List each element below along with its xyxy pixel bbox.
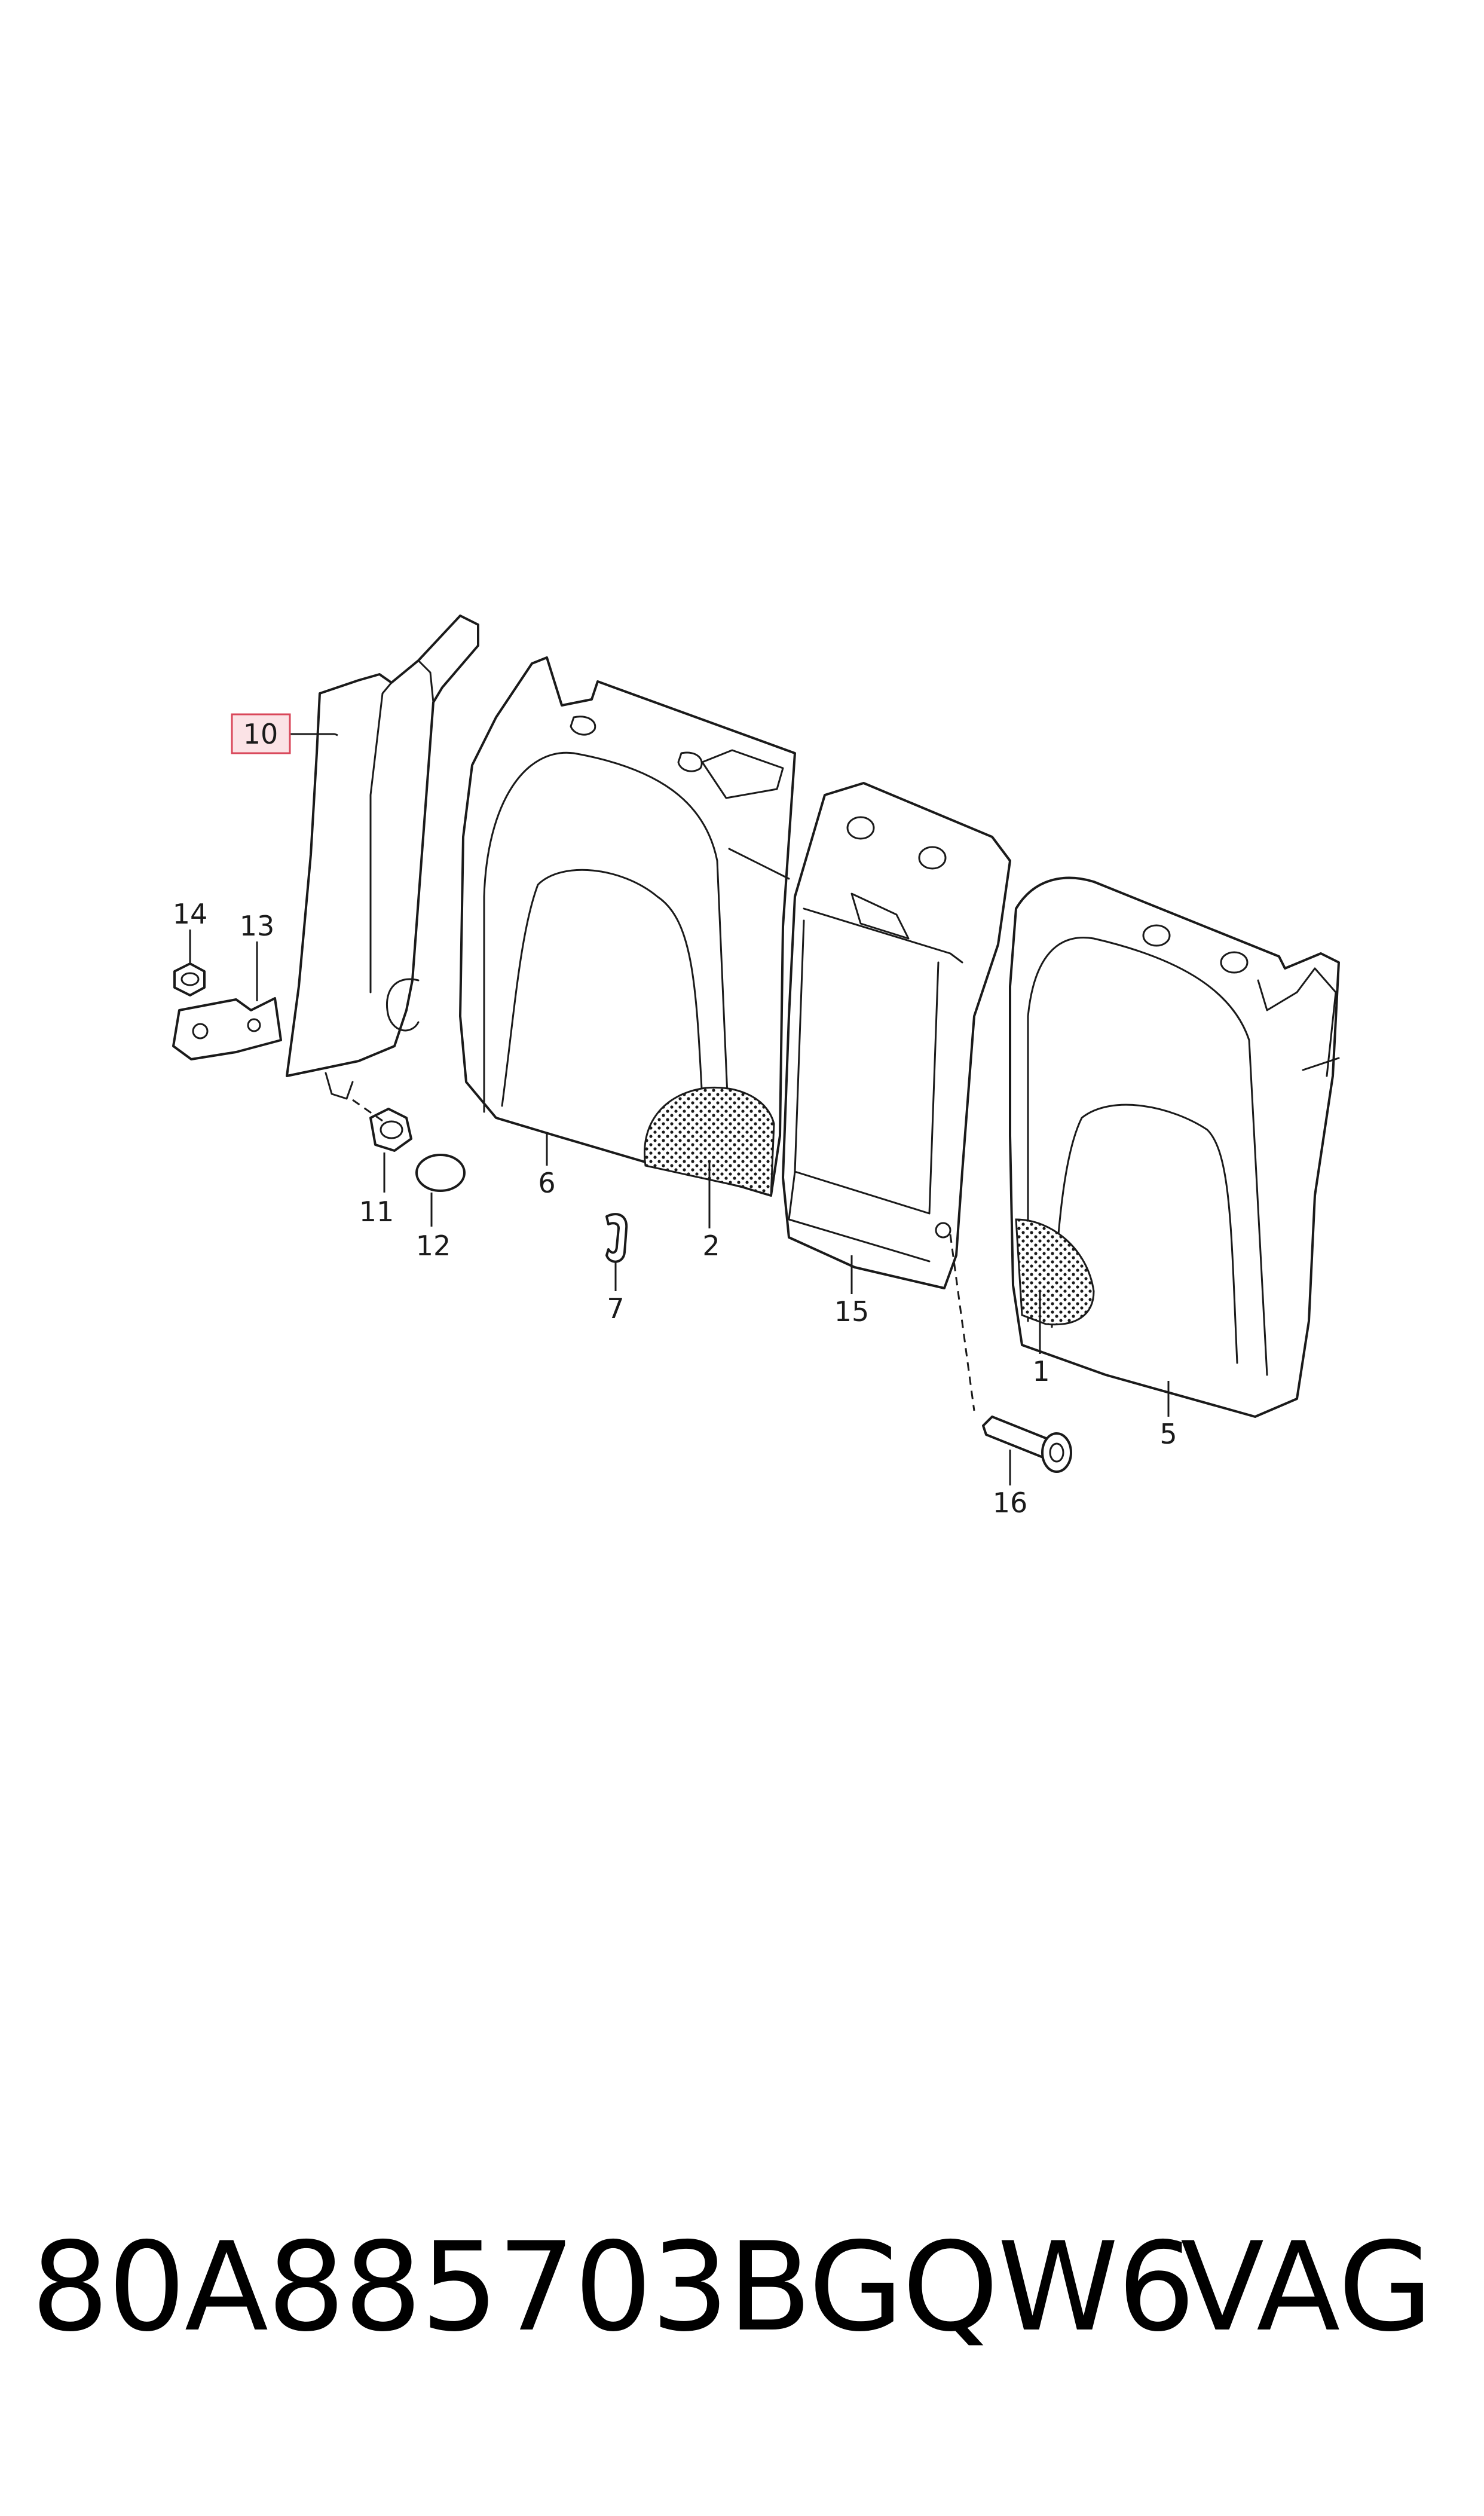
- callout-6[interactable]: 6: [538, 1167, 555, 1199]
- callout-16[interactable]: 16: [993, 1487, 1028, 1519]
- callout-12[interactable]: 12: [416, 1230, 451, 1262]
- callout-11[interactable]: 11: [359, 1196, 394, 1228]
- part-5-right-backrest: [1009, 876, 1340, 1418]
- callout-2[interactable]: 2: [702, 1230, 720, 1262]
- callout-13[interactable]: 13: [240, 910, 275, 942]
- parts-diagram: 10 14 13 11 12 6 2 7 15 1 5 16: [172, 615, 1340, 1519]
- part-7-hook: [605, 1213, 628, 1263]
- callout-10[interactable]: 10: [243, 718, 279, 750]
- highlight-box-10: [231, 713, 291, 754]
- part-13-bracket: [172, 997, 282, 1060]
- part-16-bolt: [982, 1416, 1072, 1473]
- brand-name: VAG: [1180, 2217, 1433, 2359]
- assembly-line-nut: [352, 1099, 383, 1122]
- callout-7[interactable]: 7: [607, 1292, 624, 1325]
- part-12-cap: [415, 1154, 466, 1192]
- part-15-centre-section: [782, 782, 1011, 1289]
- leader-lines: [189, 733, 1170, 1485]
- part-11-nut: [369, 1108, 412, 1152]
- part-10-side-trim: [286, 615, 479, 1100]
- part-14-nut: [173, 962, 206, 996]
- callout-1[interactable]: 1: [1032, 1355, 1049, 1387]
- callout-15[interactable]: 15: [834, 1295, 870, 1328]
- part-6-left-backrest: [459, 656, 796, 1197]
- part-number: 80A885703BGQW6: [31, 2217, 1195, 2359]
- assembly-line-bolt: [949, 1234, 975, 1411]
- callout-5[interactable]: 5: [1159, 1418, 1177, 1450]
- callout-14[interactable]: 14: [173, 898, 208, 930]
